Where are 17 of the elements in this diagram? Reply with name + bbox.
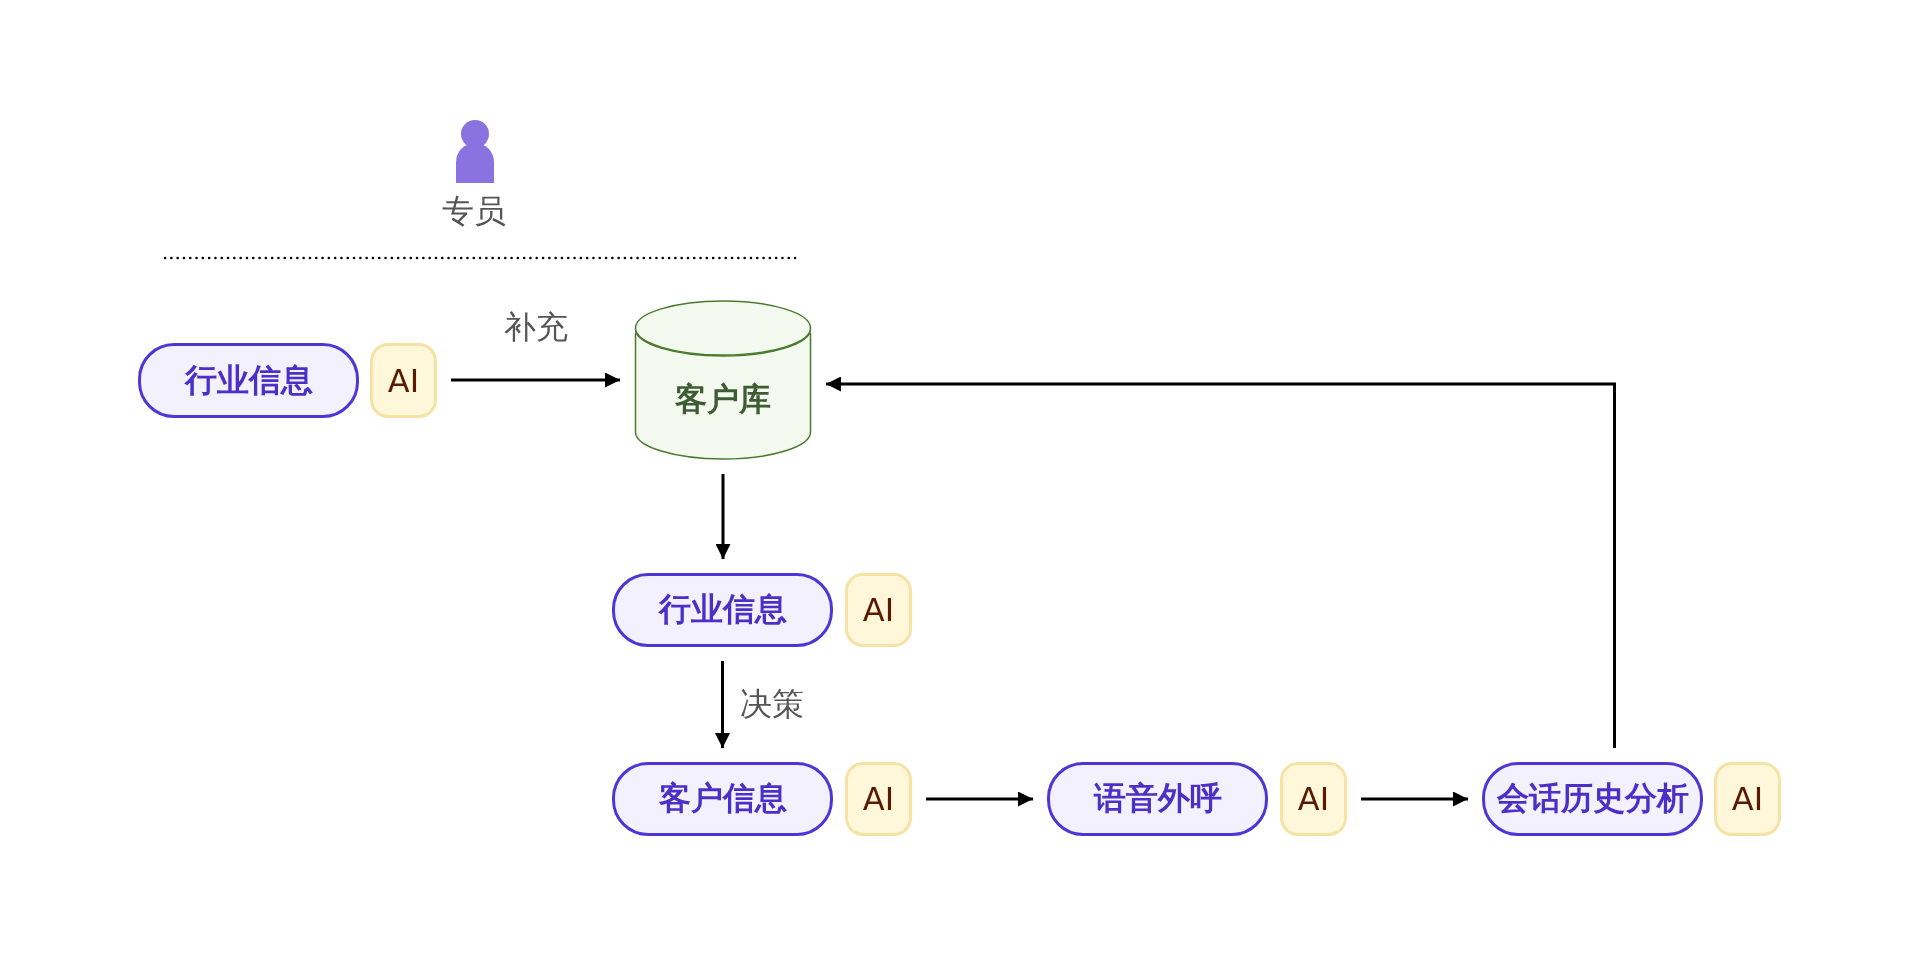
ai-badge: AI (1280, 762, 1347, 836)
arrow (826, 376, 1616, 748)
database-cylinder: 客户库 (634, 300, 812, 460)
process-pill: 语音外呼 (1047, 762, 1268, 836)
process-pill: 会话历史分析 (1482, 762, 1703, 836)
arrow (1361, 791, 1468, 807)
ai-badge: AI (845, 762, 912, 836)
arrow (715, 661, 730, 748)
process-pill: 行业信息 (138, 343, 359, 418)
ai-badge: AI (845, 573, 912, 647)
arrow (715, 474, 731, 559)
process-pill: 行业信息 (612, 573, 833, 647)
ai-badge: AI (1714, 762, 1781, 836)
ai-badge: AI (370, 343, 437, 418)
process-pill: 客户信息 (612, 762, 833, 836)
arrow (926, 791, 1033, 807)
arrow (451, 372, 620, 388)
